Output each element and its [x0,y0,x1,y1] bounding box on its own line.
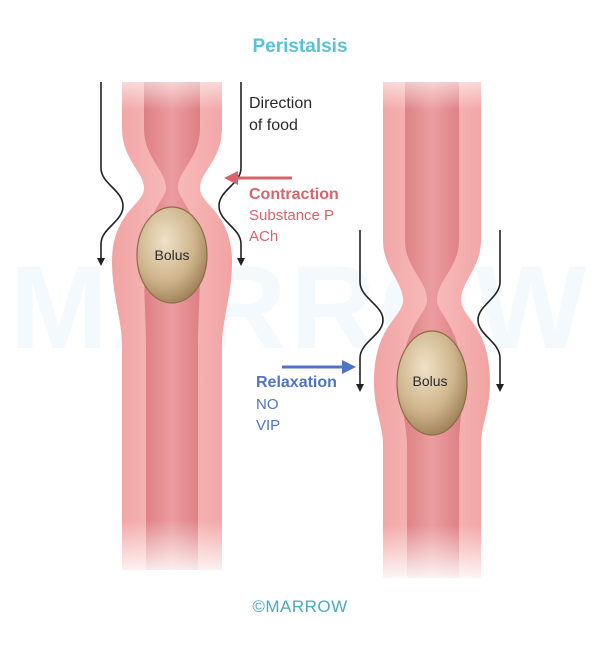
relaxation-mediator: NO [256,396,279,413]
contraction-mediator: ACh [249,228,279,245]
flow-arrow-icon [97,82,124,266]
bolus-left [136,206,208,304]
contraction-mediator: Substance P [249,207,335,224]
flow-arrow-icon [477,230,504,392]
tube-lumen-left [144,82,200,570]
bolus-label: Bolus [412,373,448,389]
copyright-credit: ©MARROW [252,597,348,616]
flow-arrow-icon [356,230,384,392]
relaxation-heading: Relaxation [256,374,337,391]
contraction-arrow-icon [224,171,292,185]
watermark: MARROW [9,242,591,374]
direction-label-line-1: Direction [249,95,313,112]
bolus-right [396,330,468,436]
esophagus-segment-right [282,60,510,585]
contraction-heading: Contraction [249,186,339,203]
direction-label-line-2: of food [249,117,298,134]
page-title: Peristalsis [252,36,348,57]
relaxation-mediator: VIP [256,417,281,434]
relaxation-arrow-icon [282,360,356,374]
esophagus-segment-left [97,60,292,580]
tube-lumen-right [402,82,462,578]
bolus-label: Bolus [154,247,190,263]
